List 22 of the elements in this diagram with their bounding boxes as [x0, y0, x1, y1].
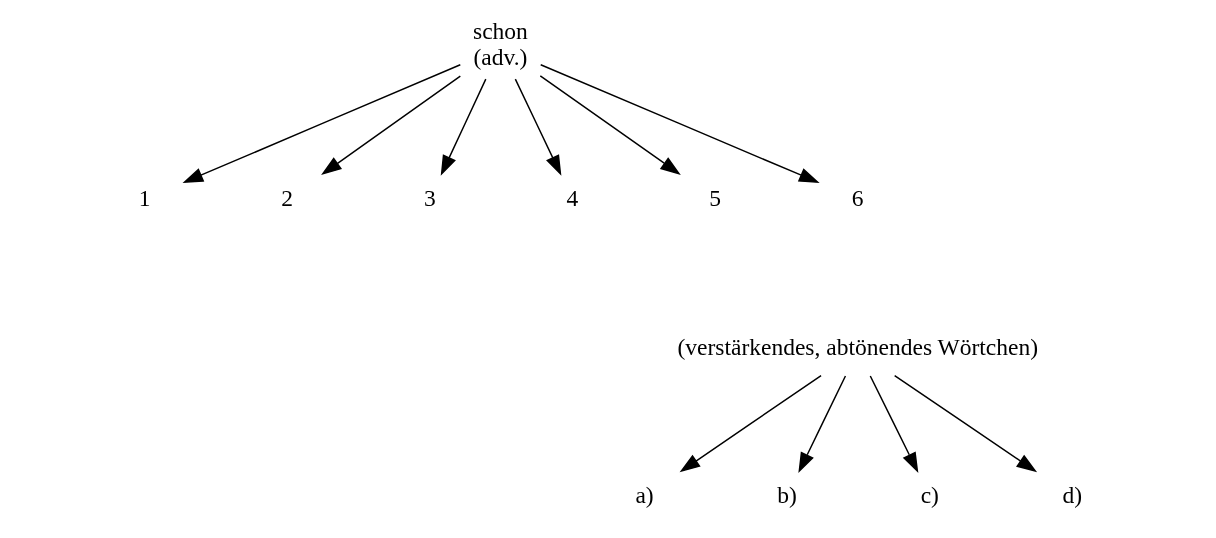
- node-text: 6: [851, 185, 864, 212]
- arrow: [869, 375, 918, 474]
- arrow: [440, 78, 487, 176]
- node-text: schon (adv.): [472, 17, 528, 71]
- arrow: [893, 374, 1037, 473]
- arrow: [182, 64, 461, 183]
- arrow: [797, 375, 846, 474]
- node-text: 5: [708, 185, 721, 212]
- arrow: [539, 75, 681, 175]
- node-text: d): [1062, 482, 1082, 509]
- node-text: a): [634, 482, 654, 509]
- node-text: 1: [138, 185, 150, 212]
- node-text: 2: [280, 185, 293, 212]
- node-text: c): [920, 482, 939, 509]
- node-text: 3: [423, 185, 436, 212]
- arrow: [320, 75, 461, 176]
- node-text: (verstärkendes, abtönendes Wörtchen): [676, 333, 1038, 360]
- node-text: 4: [566, 185, 578, 212]
- arrow: [539, 64, 820, 183]
- arrow: [679, 374, 822, 473]
- arrow: [514, 78, 561, 176]
- node-text: b): [776, 482, 797, 509]
